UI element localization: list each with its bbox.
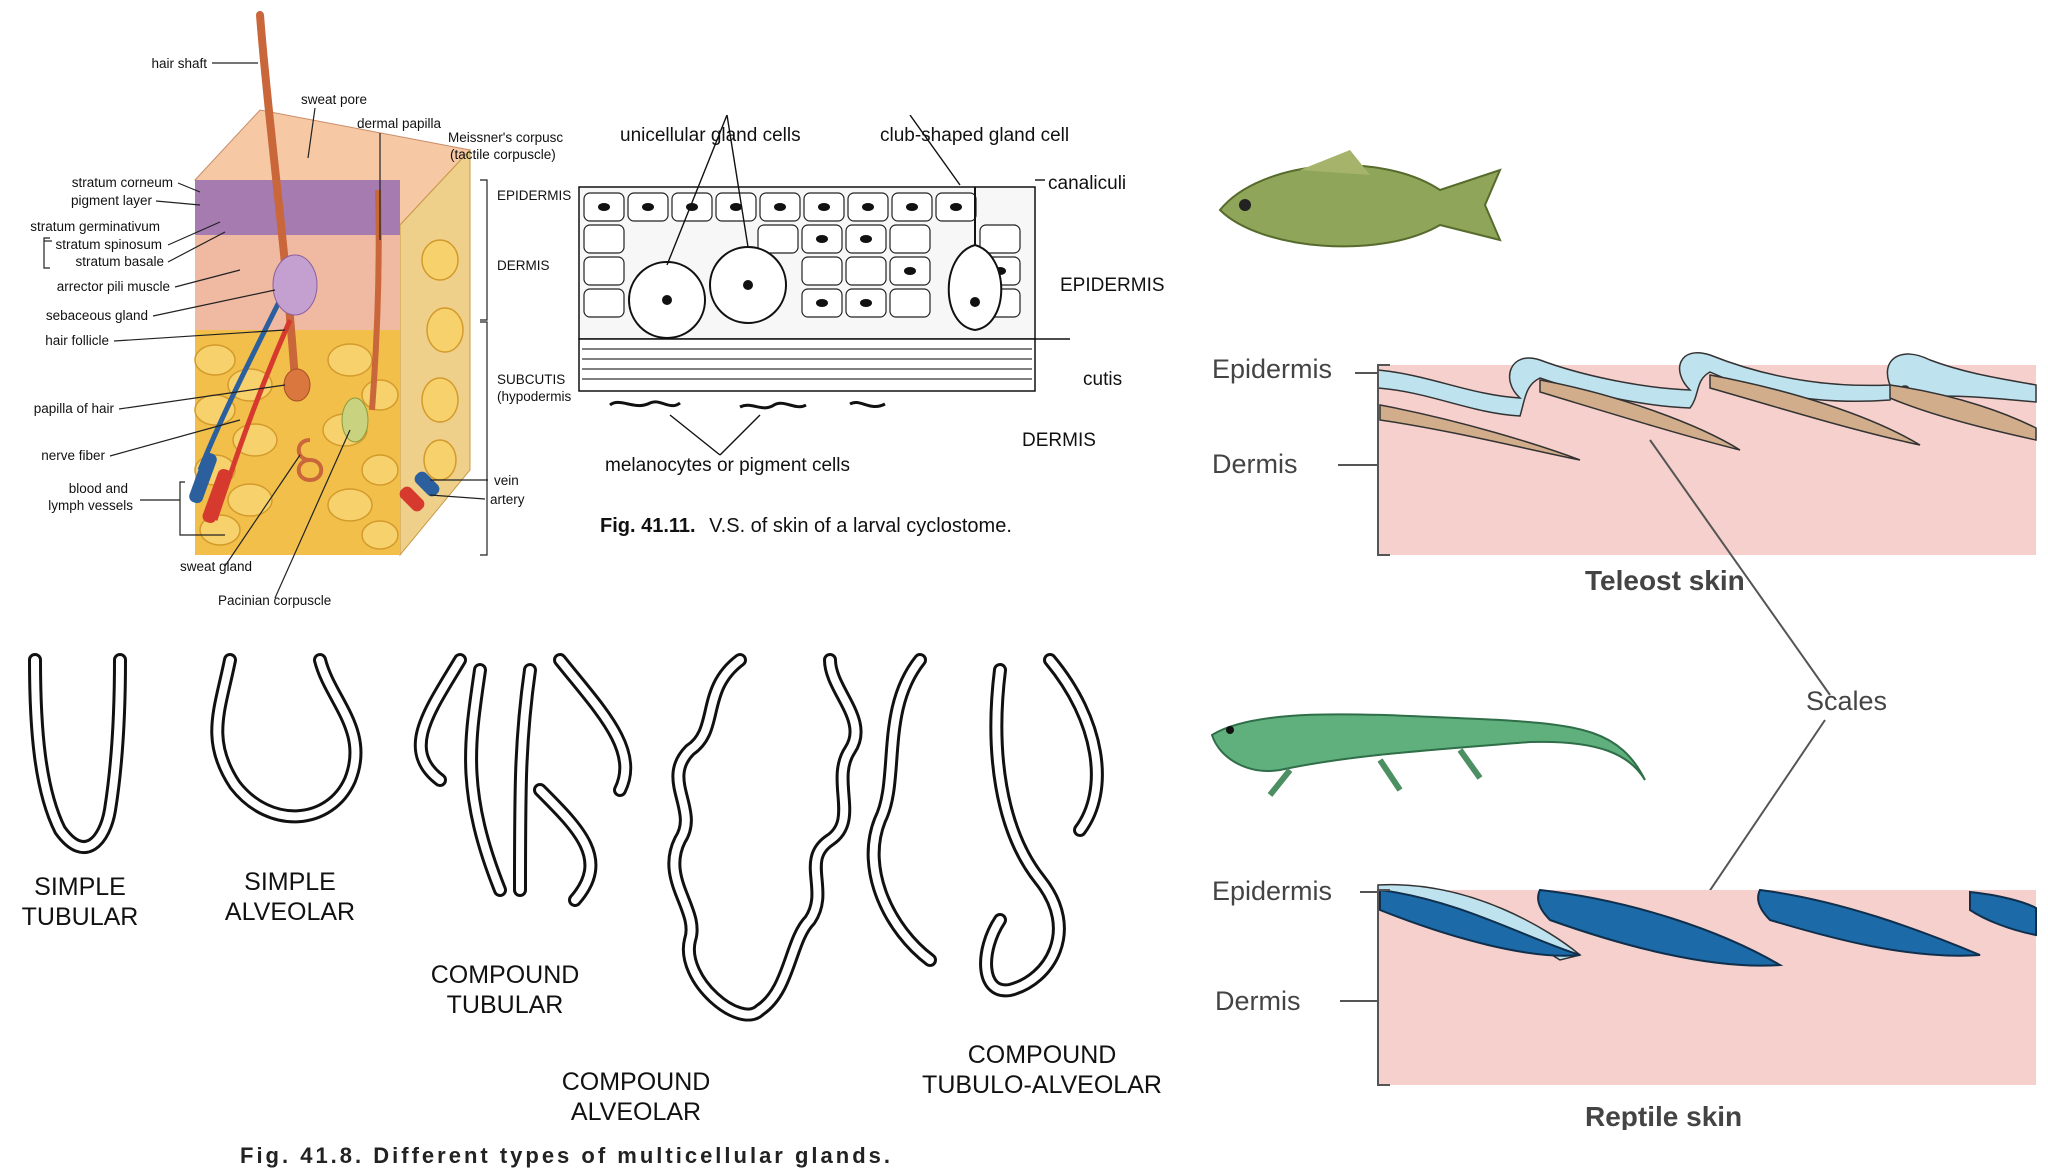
fish-illustration — [1218, 150, 1502, 248]
label-pacinian: Pacinian corpuscle — [218, 593, 331, 608]
label-club-shaped-gland-cell: club-shaped gland cell — [880, 125, 1069, 146]
sebaceous-gland-shape — [272, 254, 318, 316]
label-melanocytes: melanocytes or pigment cells — [605, 455, 850, 476]
teleost-dermis-label: Dermis — [1212, 449, 1298, 479]
label-compound-alveolar-1: COMPOUND — [562, 1068, 711, 1096]
hair-shaft-shape — [256, 11, 299, 384]
pacinian-corpuscle-shape — [341, 397, 369, 443]
label-compound-tubuloalveolar-2: TUBULO-ALVEOLAR — [922, 1071, 1162, 1099]
label-canaliculi: canaliculi — [1048, 173, 1126, 194]
vessel-stub-left-red — [202, 468, 232, 524]
label-compound-tubular-1: COMPOUND — [431, 961, 580, 989]
label-cyclostome-epidermis: EPIDERMIS — [1060, 275, 1165, 296]
label-meissner-2: (tactile corpuscle) — [450, 147, 556, 162]
figure-caption: Fig. 41.11. V.S. of skin of a larval cyc… — [600, 515, 1012, 537]
label-cutis: cutis — [1083, 369, 1122, 390]
label-simple-alveolar-2: ALVEOLAR — [225, 898, 355, 926]
label-sweat-pore: sweat pore — [301, 92, 367, 107]
label-subcutis-2: (hypodermis — [497, 389, 572, 404]
label-pigment-layer: pigment layer — [71, 193, 153, 208]
epidermis-layer — [195, 180, 400, 235]
label-arrector-pili: arrector pili muscle — [57, 279, 170, 294]
cutis-band — [578, 338, 1036, 392]
figure-caption-number: Fig. 41.11. — [600, 515, 696, 537]
teleost-scales — [1379, 374, 2037, 461]
skin-section-diagram: hair shaft stratum corneum pigment layer… — [30, 11, 572, 608]
figure-caption-text: V.S. of skin of a larval cyclostome. — [709, 515, 1012, 537]
label-blood-lymph-2: lymph vessels — [48, 498, 133, 513]
label-vein: vein — [494, 473, 519, 488]
label-artery: artery — [490, 492, 525, 507]
hair-shaft-2 — [369, 189, 382, 411]
label-stratum-corneum: stratum corneum — [72, 175, 173, 190]
reptile-dermis-bracket — [1377, 889, 1390, 1086]
reptile-epidermis-label: Epidermis — [1212, 876, 1332, 906]
reptile-skin-title: Reptile skin — [1585, 1101, 1742, 1130]
teleost-dermis-bracket — [1377, 364, 1390, 556]
label-nerve-fiber: nerve fiber — [41, 448, 105, 463]
cyclostome-diagram: unicellular gland cells club-shaped glan… — [578, 114, 1165, 537]
label-hair-shaft: hair shaft — [151, 56, 207, 71]
club-nucleus — [970, 297, 980, 307]
scales-label: Scales — [1806, 686, 1887, 716]
gland-nucleus-1 — [662, 295, 672, 305]
gland-nucleus-2 — [743, 280, 753, 290]
club-shaped-gland-cell — [947, 187, 1003, 332]
gland-types-panel: SIMPLE TUBULAR SIMPLE ALVEOLAR COMPOUND … — [0, 630, 1200, 1135]
label-compound-tubuloalveolar-1: COMPOUND — [968, 1041, 1117, 1069]
label-hair-follicle: hair follicle — [45, 333, 109, 348]
reptile-scales — [1379, 888, 2037, 967]
label-simple-tubular-1: SIMPLE — [34, 873, 126, 901]
vessel-stub-right-red — [399, 486, 425, 512]
label-cyclostome-dermis: DERMIS — [1022, 430, 1096, 451]
scales-leader-lines — [1649, 439, 1831, 921]
hair-bulb — [283, 368, 311, 402]
label-sebaceous-gland: sebaceous gland — [46, 308, 148, 323]
label-simple-alveolar-1: SIMPLE — [244, 868, 336, 896]
cell-nuclei — [598, 203, 1006, 307]
teleost-skin-title: Teleost skin — [1585, 565, 1745, 596]
reptile-dermis-label: Dermis — [1215, 986, 1301, 1016]
label-compound-alveolar-2: ALVEOLAR — [571, 1098, 701, 1126]
skin-section-panel: hair shaft stratum corneum pigment layer… — [0, 0, 580, 620]
teleost-epidermis-label: Epidermis — [1212, 354, 1332, 384]
label-dermis-right: DERMIS — [497, 258, 550, 273]
vessel-stub-right — [414, 471, 440, 497]
cyclostome-leader-lines — [666, 114, 1070, 456]
label-simple-tubular-2: TUBULAR — [22, 903, 139, 931]
label-sweat-gland: sweat gland — [180, 559, 252, 574]
gland-types-diagram: SIMPLE TUBULAR SIMPLE ALVEOLAR COMPOUND … — [22, 653, 1162, 1126]
sweat-gland-coil — [296, 438, 324, 483]
skin-leader-lines — [43, 62, 488, 599]
label-stratum-basale: stratum basale — [75, 254, 164, 269]
label-stratum-spinosum: stratum spinosum — [55, 237, 162, 252]
label-blood-lymph-1: blood and — [69, 481, 128, 496]
label-subcutis-1: SUBCUTIS — [497, 372, 565, 387]
label-dermal-papilla: dermal papilla — [357, 116, 442, 131]
cyclostome-panel: unicellular gland cells club-shaped glan… — [570, 114, 1190, 545]
label-compound-tubular-2: TUBULAR — [447, 991, 564, 1019]
pigment-cells — [609, 400, 886, 410]
vessel-stub-left — [189, 452, 217, 504]
gland-figure-caption-partial: Fig. 41.8. Different types of multicellu… — [240, 1143, 893, 1168]
scales-diagram: Epidermis Dermis Teleost skin Scales Epi… — [1210, 150, 2037, 1132]
label-stratum-germinativum: stratum germinativum — [30, 219, 160, 234]
label-unicellular-gland-cells: unicellular gland cells — [620, 125, 801, 146]
cutis-fibers — [582, 348, 1032, 380]
label-epidermis-right: EPIDERMIS — [497, 188, 571, 203]
label-meissner-1: Meissner's corpusc — [448, 130, 563, 145]
lizard-illustration — [1210, 713, 1646, 797]
scales-panel: Epidermis Dermis Teleost skin Scales Epi… — [1200, 130, 2048, 1132]
label-papilla-of-hair: papilla of hair — [34, 401, 115, 416]
